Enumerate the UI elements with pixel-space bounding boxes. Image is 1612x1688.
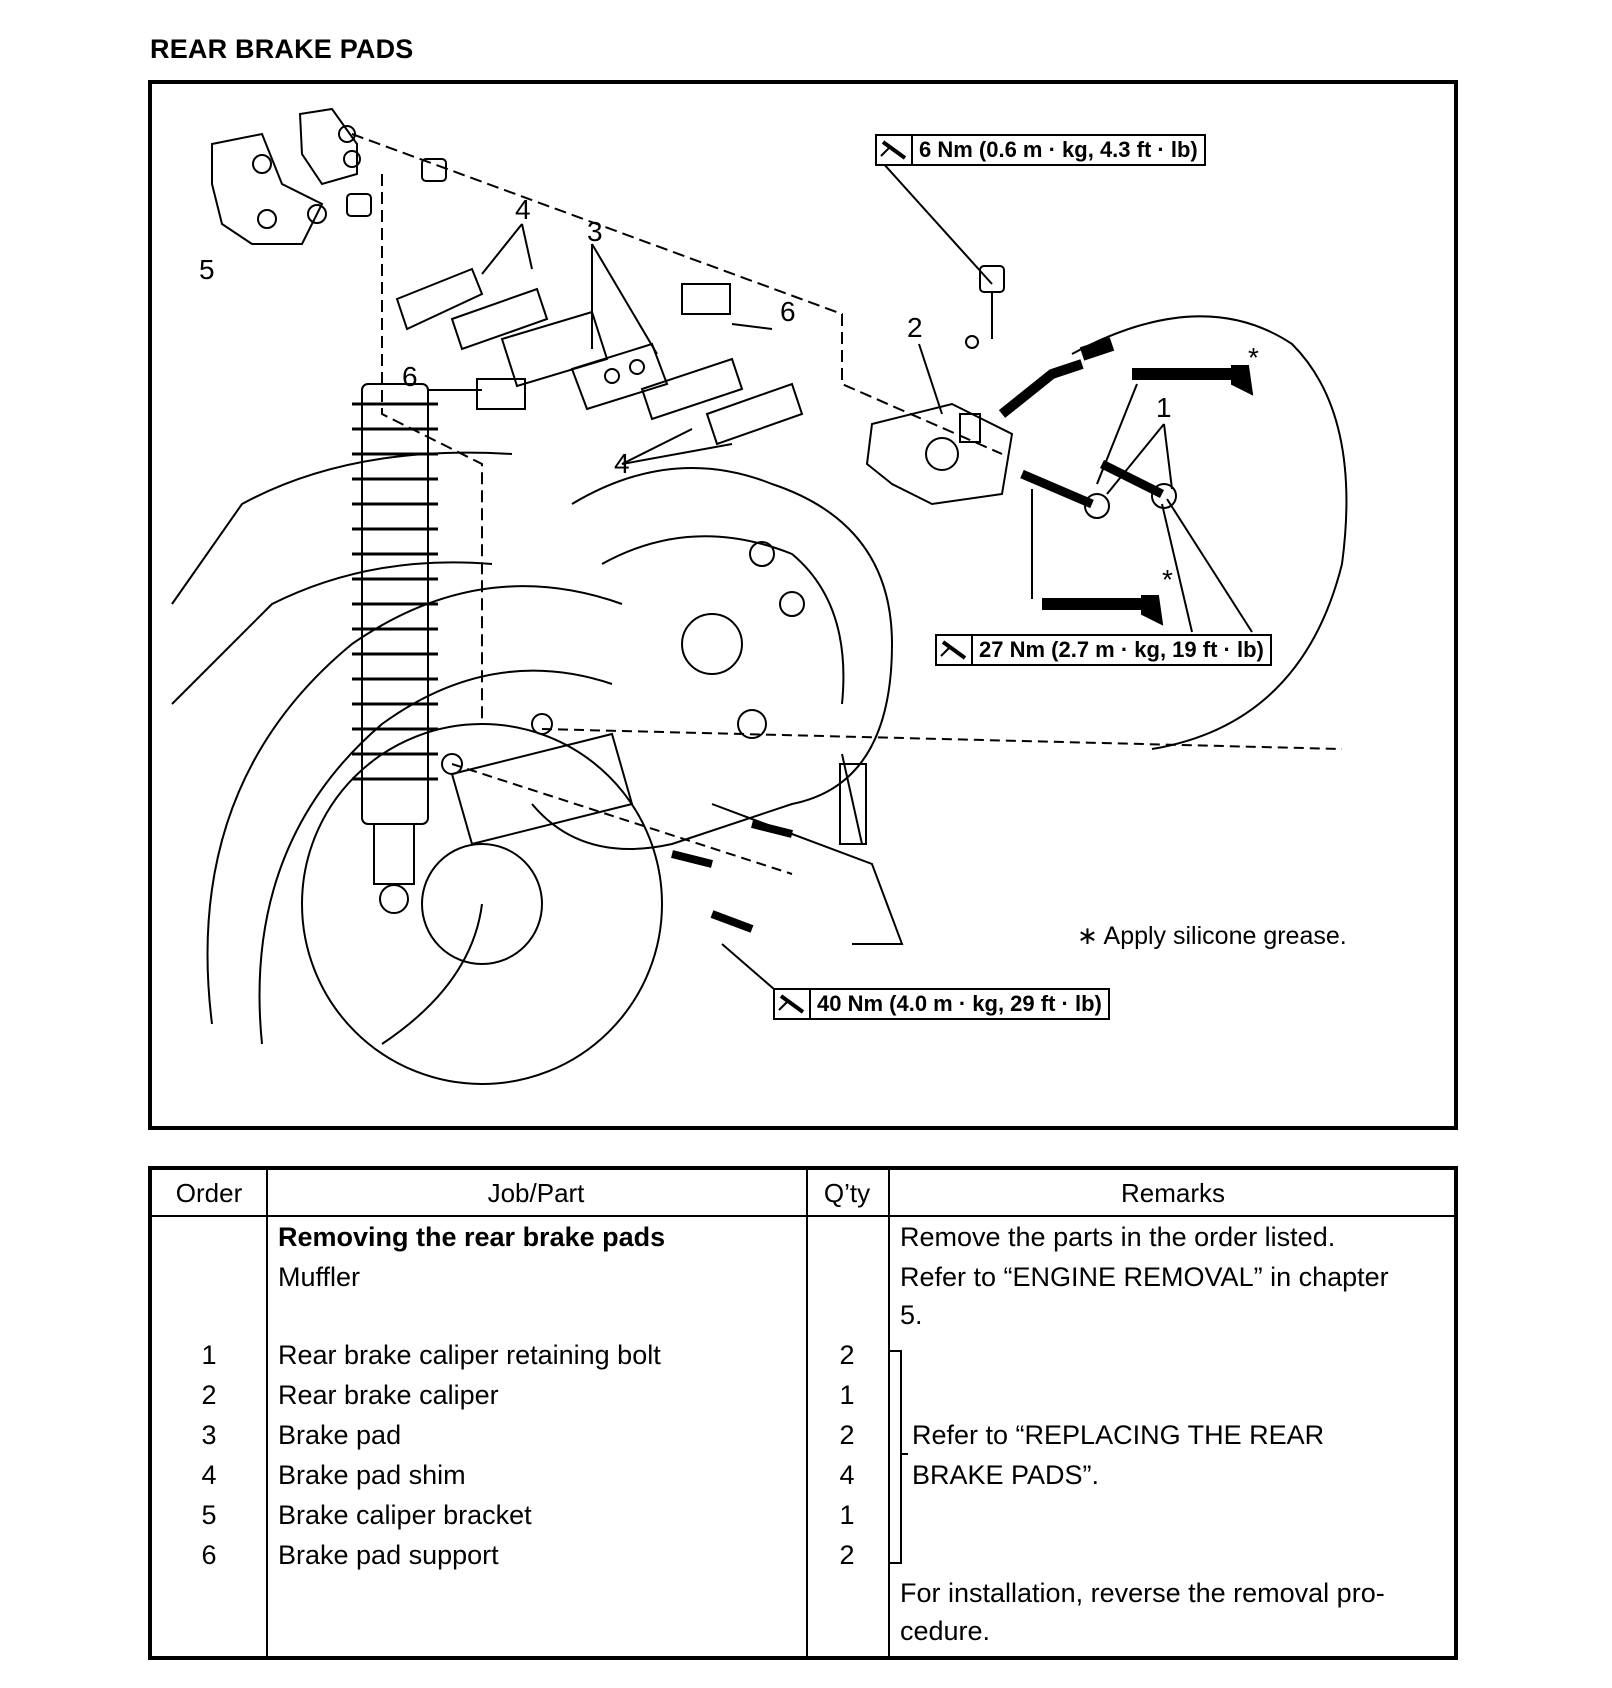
install-remark: For installation, reverse the removal pr… [900,1578,1385,1608]
grease-mark-lower: * [1162,564,1173,595]
install-remark-cont: cedure. [900,1616,991,1646]
row-order: 6 [201,1540,217,1570]
section-remark: Remove the parts in the order listed. [900,1222,1336,1252]
column-divider [266,1170,268,1656]
torque-spec-caliper-bolt: 27 Nm (2.7 m · kg, 19 ft · lb) [935,634,1272,666]
header-job-part: Job/Part [487,1178,585,1208]
row-part: Brake pad support [278,1540,499,1570]
row-qty: 1 [839,1380,855,1410]
torque-spec-bracket-bolt: 40 Nm (4.0 m · kg, 29 ft · lb) [773,988,1110,1020]
row-part: Brake pad shim [278,1460,466,1490]
row-qty: 1 [839,1500,855,1530]
row-qty: 2 [839,1540,855,1570]
row-order: 2 [201,1380,217,1410]
row-part: Rear brake caliper [278,1380,499,1410]
row-part: Brake pad [278,1420,402,1450]
header-remarks: Remarks [1120,1178,1225,1208]
torque-wrench-icon [775,990,811,1018]
header-qty: Q’ty [823,1178,871,1208]
torque-text: 27 Nm (2.7 m · kg, 19 ft · lb) [979,637,1264,662]
row-part: Rear brake caliper retaining bolt [278,1340,661,1370]
callout-4-lower: 4 [614,448,630,479]
callout-6-upper: 6 [780,296,796,327]
muffler-part: Muffler [278,1262,361,1292]
callout-1: 1 [1156,392,1172,423]
page-title: REAR BRAKE PADS [150,34,414,64]
callout-5: 5 [199,254,215,285]
section-title: Removing the rear brake pads [278,1222,666,1252]
callout-4-upper: 4 [515,194,531,225]
group-bracket [890,1350,902,1564]
diagram-drawing [171,107,1348,1085]
muffler-remark-cont: 5. [900,1300,923,1330]
row-order: 4 [201,1460,217,1490]
torque-spec-bleed-screw: 6 Nm (0.6 m · kg, 4.3 ft · lb) [875,134,1206,166]
silicone-grease-note: ∗ Apply silicone grease. [1077,922,1347,950]
column-divider [888,1170,890,1656]
group-remark: Refer to “REPLACING THE REAR [912,1420,1325,1450]
header-divider [152,1215,1454,1217]
callout-3: 3 [587,216,603,247]
row-order: 1 [201,1340,217,1370]
row-part: Brake caliper bracket [278,1500,532,1530]
torque-text: 6 Nm (0.6 m · kg, 4.3 ft · lb) [919,137,1198,162]
grease-mark-upper: * [1248,342,1259,373]
callout-2: 2 [907,312,923,343]
torque-wrench-icon [877,136,913,164]
column-divider [806,1170,808,1656]
group-bracket-tick [900,1453,908,1455]
row-qty: 2 [839,1340,855,1370]
header-order: Order [175,1178,243,1208]
row-qty: 2 [839,1420,855,1450]
muffler-remark: Refer to “ENGINE REMOVAL” in chapter [900,1262,1389,1292]
callout-6-lower: 6 [402,361,418,392]
torque-text: 40 Nm (4.0 m · kg, 29 ft · lb) [817,991,1102,1016]
row-order: 5 [201,1500,217,1530]
group-remark-cont: BRAKE PADS”. [912,1460,1100,1490]
row-qty: 4 [839,1460,855,1490]
parts-table: Order Job/Part Q’ty Remarks Removing the… [148,1166,1458,1660]
torque-wrench-icon [937,636,973,664]
row-order: 3 [201,1420,217,1450]
exploded-diagram: 6 Nm (0.6 m · kg, 4.3 ft · lb) 27 Nm (2.… [148,80,1458,1130]
